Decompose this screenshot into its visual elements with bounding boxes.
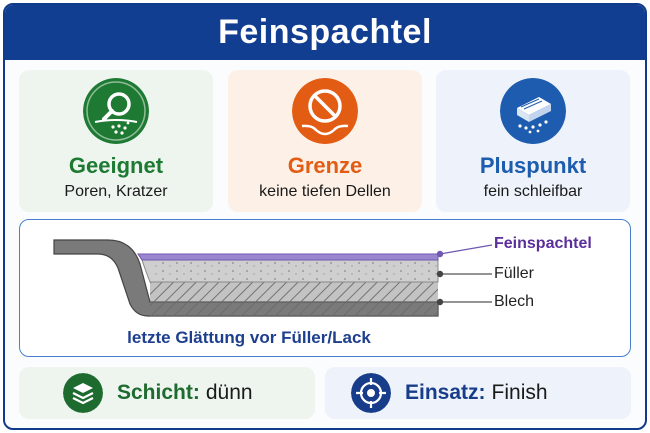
usage-key: Einsatz: <box>405 381 486 404</box>
card-limit: Grenze keine tiefen Dellen <box>228 70 422 212</box>
infographic: Feinspachtel Geeignet Poren, Kratzer Gre… <box>3 3 647 430</box>
magnifier-icon <box>83 78 149 144</box>
card-title: Grenze <box>287 153 363 178</box>
usage-value: Finish <box>491 381 548 404</box>
diagram-caption: letzte Glättung vor Füller/Lack <box>127 328 371 347</box>
layer-label-fine-filler: Feinspachtel <box>494 235 592 252</box>
target-icon <box>351 373 391 413</box>
card-text: keine tiefen Dellen <box>259 183 391 200</box>
layers-icon <box>63 373 103 413</box>
layer-label-filler: Füller <box>494 265 535 282</box>
layer-label-metal: Blech <box>494 293 535 310</box>
page-title: Feinspachtel <box>218 13 432 51</box>
sanding-block-icon <box>500 78 566 144</box>
card-text: Poren, Kratzer <box>64 183 168 200</box>
layer-key: Schicht: <box>117 381 200 404</box>
usage-bar: Einsatz: Finish <box>325 367 631 419</box>
layer-cross-section <box>53 239 493 317</box>
prohibited-icon <box>292 78 358 144</box>
card-title: Geeignet <box>68 153 164 178</box>
layer-diagram: Feinspachtel Füller Blech letzte Glättun… <box>19 219 631 357</box>
card-title: Pluspunkt <box>479 153 587 178</box>
card-text: fein schleifbar <box>483 183 583 200</box>
layer-value: dünn <box>205 381 253 404</box>
fine-filler-layer <box>137 253 439 261</box>
layer-thickness-bar: Schicht: dünn <box>19 367 315 419</box>
card-suitable: Geeignet Poren, Kratzer <box>19 70 213 212</box>
card-advantage: Pluspunkt fein schleifbar <box>436 70 630 212</box>
header: Feinspachtel <box>5 5 645 60</box>
